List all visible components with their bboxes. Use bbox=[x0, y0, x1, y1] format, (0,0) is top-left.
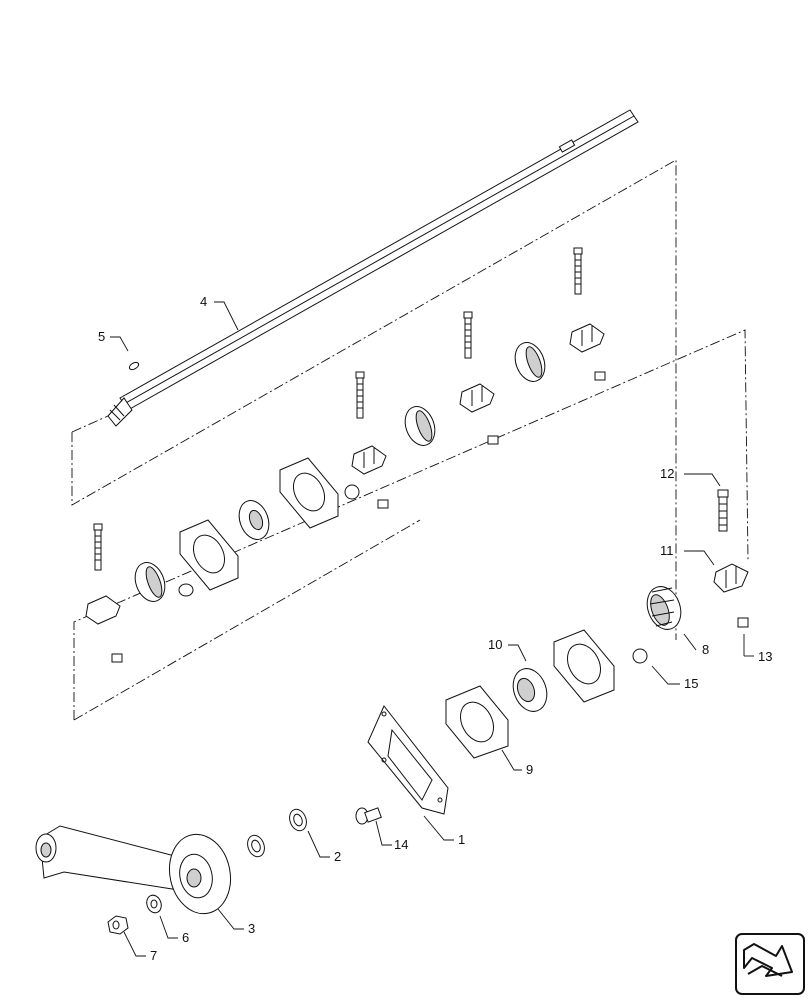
right-assembly-parts bbox=[512, 489, 749, 712]
flange-9 bbox=[445, 685, 509, 759]
callout-7: 7 bbox=[150, 948, 157, 963]
callout-2: 2 bbox=[334, 849, 341, 864]
callout-9: 9 bbox=[526, 762, 533, 777]
shaft bbox=[107, 109, 639, 427]
callout-15: 15 bbox=[684, 676, 698, 691]
callout-1: 1 bbox=[458, 832, 465, 847]
callout-14: 14 bbox=[394, 837, 408, 852]
callout-11: 11 bbox=[660, 543, 674, 558]
callout-8: 8 bbox=[702, 642, 709, 657]
next-page-arrow-icon[interactable] bbox=[735, 933, 805, 995]
washers bbox=[146, 808, 307, 914]
pin bbox=[128, 361, 140, 371]
leader-lines bbox=[110, 301, 754, 957]
bolt-14 bbox=[355, 807, 382, 825]
nut-7 bbox=[107, 915, 129, 935]
crank-arm bbox=[35, 825, 232, 915]
upper-row-parts bbox=[238, 247, 606, 540]
callout-12: 12 bbox=[660, 466, 674, 481]
callouts: 4 5 12 11 13 8 10 15 9 1 14 2 3 6 7 bbox=[98, 294, 772, 963]
callout-6: 6 bbox=[182, 930, 189, 945]
assembly-box-upper bbox=[71, 159, 677, 640]
callout-3: 3 bbox=[248, 921, 255, 936]
mounting-plate bbox=[367, 705, 449, 815]
callout-4: 4 bbox=[200, 294, 207, 309]
assembly-box-lower bbox=[73, 329, 749, 721]
callout-5: 5 bbox=[98, 329, 105, 344]
callout-13: 13 bbox=[758, 649, 772, 664]
left-row-parts bbox=[85, 519, 239, 663]
callout-10: 10 bbox=[488, 637, 502, 652]
